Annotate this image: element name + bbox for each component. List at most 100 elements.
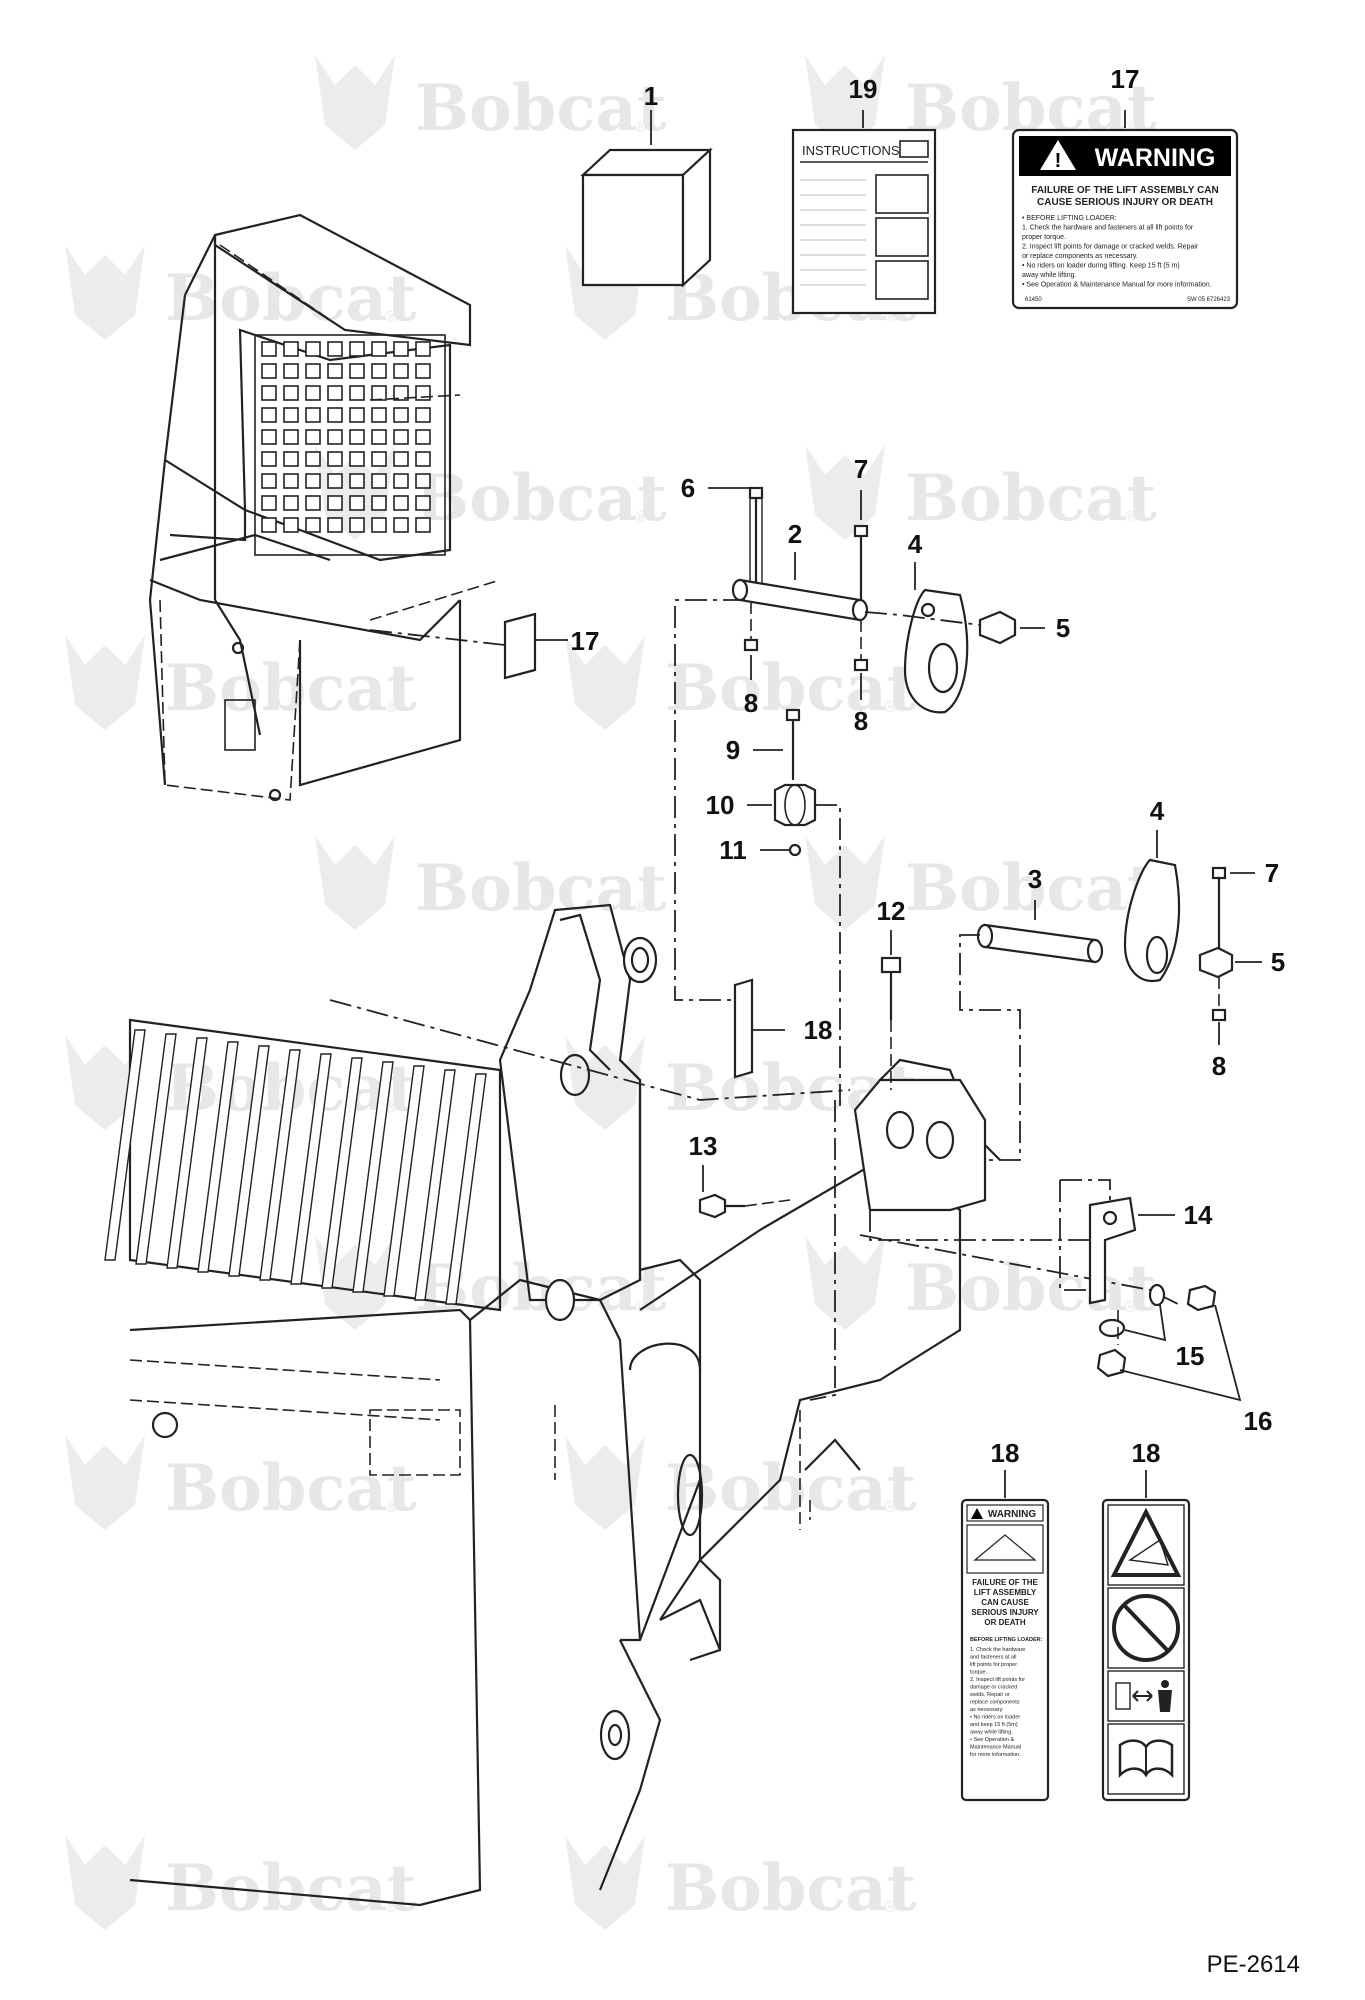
- callout-7-upper: 7: [854, 454, 868, 484]
- vdecal-step: Maintenance Manual: [970, 1745, 1021, 1751]
- callout-11: 11: [719, 835, 747, 865]
- svg-text:®: ®: [1125, 1299, 1137, 1316]
- watermark: Bobcat®: [315, 835, 667, 930]
- upper-lift-assembly: [674, 486, 1017, 1001]
- vdecal-headline: CAN CAUSE: [981, 1598, 1029, 1607]
- vdecal-step: damage or cracked: [970, 1685, 1017, 1691]
- callout-5-lower: 5: [1271, 947, 1285, 977]
- vdecal-step: replace components: [970, 1700, 1020, 1706]
- callout-6: 6: [681, 473, 695, 503]
- watermark-text: Bobcat: [165, 651, 417, 726]
- callout-7-lower: 7: [1265, 858, 1279, 888]
- svg-text:®: ®: [385, 1499, 397, 1516]
- callout-numbers: 1 19 17 17 6 7 2 4 5 8 8 9 10 11 3 4 7 5…: [571, 64, 1286, 1468]
- svg-text:®: ®: [385, 699, 397, 716]
- document-code: PE-2614: [1207, 1951, 1300, 1978]
- vdecal-step: and keep 15 ft (5m): [970, 1722, 1018, 1728]
- watermark-layer: Bobcat®Bobcat®Bobcat®Bobcat®Bobcat®Bobca…: [65, 55, 1157, 1930]
- callout-18-decal-a: 18: [991, 1438, 1020, 1468]
- cab-screen-grid: [261, 341, 431, 533]
- watermark: Bobcat®: [315, 445, 667, 540]
- warning-part-no: 61450: [1025, 297, 1042, 303]
- vdecal-step: for more information.: [970, 1752, 1021, 1758]
- part-18-pictorial-decal: [1101, 1498, 1191, 1802]
- watermark-text: Bobcat: [665, 1851, 917, 1926]
- callout-16: 16: [1244, 1406, 1273, 1436]
- warning-line: • See Operation & Maintenance Manual for…: [1022, 282, 1212, 289]
- svg-text:®: ®: [635, 1299, 647, 1316]
- svg-text:!: !: [1055, 150, 1062, 172]
- vdecal-step: torque.: [970, 1670, 988, 1676]
- callout-3: 3: [1028, 864, 1042, 894]
- part-17-decal-on-cab: [369, 612, 537, 680]
- part-17-warning-decal: ! WARNING FAILURE OF THE LIFT ASSEMBLY C…: [1011, 128, 1239, 310]
- leader-lines: [535, 110, 1262, 1498]
- watermark: Bobcat®: [805, 1235, 1157, 1330]
- callout-9: 9: [726, 735, 740, 765]
- watermark: Bobcat®: [565, 635, 917, 730]
- vdecal-step: 1. Check the hardware: [970, 1647, 1025, 1653]
- vdecal-step: as necessary.: [970, 1707, 1004, 1713]
- instructions-title: INSTRUCTIONS: [802, 143, 900, 158]
- watermark: Bobcat®: [805, 445, 1157, 540]
- watermark: Bobcat®: [65, 1035, 417, 1130]
- vdecal-headline: OR DEATH: [984, 1618, 1025, 1627]
- watermark-text: Bobcat: [415, 71, 667, 146]
- warning-line: 1. Check the hardware and fasteners at a…: [1022, 225, 1194, 232]
- warning-line: 2. Inspect lift points for damage or cra…: [1022, 244, 1199, 251]
- vdecal-step: 2. Inspect lift points for: [970, 1677, 1025, 1683]
- svg-text:®: ®: [635, 509, 647, 526]
- watermark: Bobcat®: [65, 635, 417, 730]
- vdecal-step: and fasteners at all: [970, 1655, 1016, 1661]
- callout-5-upper: 5: [1056, 613, 1070, 643]
- loader-cab: [148, 213, 501, 802]
- vdecal-step: lift points for proper: [970, 1662, 1017, 1668]
- warning-line: away while lifting.: [1022, 272, 1077, 279]
- part-18-decal-on-tower: [733, 978, 754, 1079]
- vdecal-headline: FAILURE OF THE: [972, 1578, 1038, 1587]
- callout-8-mid: 8: [854, 706, 868, 736]
- vdecal-headline: SERIOUS INJURY: [971, 1608, 1039, 1617]
- watermark-text: Bobcat: [165, 1451, 417, 1526]
- watermark-text: Bobcat: [665, 1451, 917, 1526]
- warning-line: • BEFORE LIFTING LOADER:: [1022, 215, 1117, 222]
- svg-text:®: ®: [885, 699, 897, 716]
- watermark-text: Bobcat: [165, 1851, 417, 1926]
- vdecal-step: away while lifting.: [970, 1730, 1013, 1736]
- vdecal-step: • No riders on loader: [970, 1715, 1020, 1721]
- svg-text:®: ®: [885, 1899, 897, 1916]
- watermark-text: Bobcat: [415, 851, 667, 926]
- watermark-text: Bobcat: [165, 261, 417, 336]
- warning-line: • No riders on loader during lifting. Ke…: [1022, 263, 1180, 270]
- callout-17-cab: 17: [571, 626, 600, 656]
- svg-text:®: ®: [385, 309, 397, 326]
- svg-text:®: ®: [885, 1499, 897, 1516]
- part-19-instructions: INSTRUCTIONS: [791, 128, 937, 315]
- watermark: Bobcat®: [315, 55, 667, 150]
- callout-13: 13: [689, 1131, 718, 1161]
- callout-17-top: 17: [1111, 64, 1140, 94]
- bolt-bushing-group: [773, 708, 841, 1110]
- callout-4-upper: 4: [908, 529, 923, 559]
- callout-15: 15: [1176, 1341, 1205, 1371]
- callout-19: 19: [849, 74, 878, 104]
- callout-4-lower: 4: [1150, 796, 1165, 826]
- part-1-box: [580, 147, 713, 288]
- vdecal-before: BEFORE LIFTING LOADER:: [970, 1637, 1043, 1643]
- watermark: Bobcat®: [565, 1435, 917, 1530]
- callout-14: 14: [1184, 1200, 1213, 1230]
- callout-12: 12: [877, 896, 906, 926]
- svg-text:®: ®: [1125, 509, 1137, 526]
- vdecal-headline: LIFT ASSEMBLY: [974, 1588, 1037, 1597]
- warning-code: SW 05 6726423: [1187, 297, 1231, 303]
- svg-text:®: ®: [635, 899, 647, 916]
- callout-8-lower: 8: [1212, 1051, 1226, 1081]
- callout-10: 10: [706, 790, 735, 820]
- callout-18-tower: 18: [804, 1015, 833, 1045]
- watermark: Bobcat®: [65, 1835, 417, 1930]
- vdecal-step: welds. Repair or: [969, 1692, 1010, 1698]
- watermark-text: Bobcat: [905, 461, 1157, 536]
- callout-2: 2: [788, 519, 802, 549]
